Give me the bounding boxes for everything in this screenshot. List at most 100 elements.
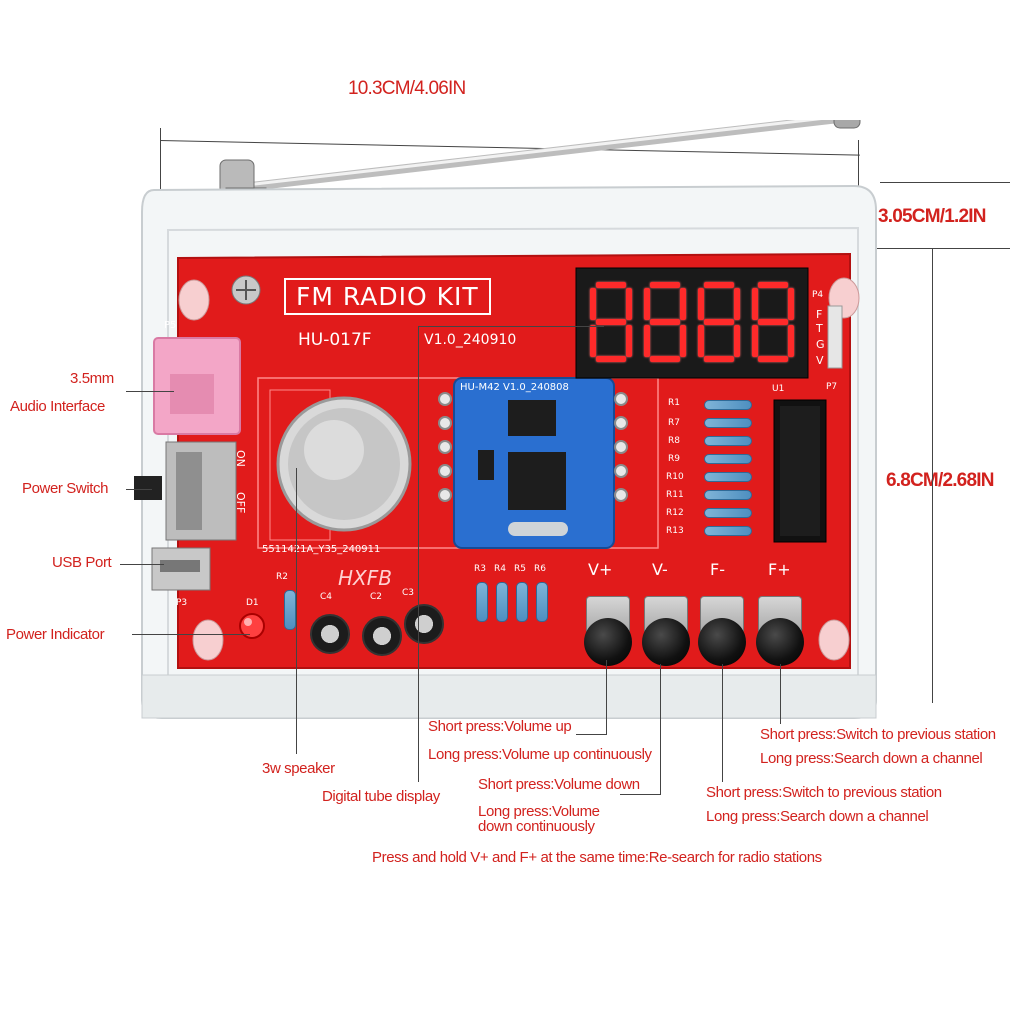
resistor [704, 508, 752, 518]
callout-vminus-long1: Long press:Volume [478, 803, 600, 820]
resistor [536, 582, 548, 622]
switch-off-label: OFF [234, 492, 247, 514]
power-led [239, 613, 265, 639]
callout-display-leader [418, 326, 419, 782]
width-tick-left [160, 128, 161, 220]
ref-c3: C3 [402, 588, 415, 598]
module-pin [614, 488, 628, 502]
callout-vminus-short: Short press:Volume down [478, 776, 640, 793]
resistor [284, 590, 296, 630]
depth-dimension-line-bottom [870, 248, 1010, 249]
header-pins [827, 305, 843, 369]
power-switch [134, 441, 237, 541]
callout-combo: Press and hold V+ and F+ at the same tim… [372, 849, 822, 866]
callout-speaker-leader [296, 468, 297, 754]
ref-p5: P5 [164, 320, 177, 331]
button-fplus[interactable]: F+ [752, 560, 812, 670]
resistor [704, 490, 752, 500]
ref-u1: U1 [772, 384, 785, 394]
depth-dimension-label: 3.05CM/1.2IN [878, 206, 986, 227]
display-digit-1 [590, 282, 634, 362]
capacitor-c4 [310, 614, 350, 654]
display-digit-4 [752, 282, 796, 362]
ref-d1: D1 [246, 598, 259, 608]
ref-r2: R2 [276, 572, 288, 582]
width-tick-right [858, 140, 859, 190]
callout-usb: USB Port [52, 554, 112, 571]
board-title: FM RADIO KIT [284, 278, 491, 315]
button-vminus[interactable]: V- [638, 560, 698, 670]
module-pin [438, 392, 452, 406]
switch-on-label: ON [234, 450, 247, 467]
button-fminus-label: F- [710, 560, 725, 579]
resistor [704, 472, 752, 482]
resistor [476, 582, 488, 622]
audio-jack [153, 337, 241, 435]
height-dimension-label: 6.8CM/2.68IN [886, 470, 994, 491]
ref-p4: P4 [812, 290, 824, 300]
ref-r4: R4 [494, 564, 506, 574]
callout-power-switch-leader [126, 489, 152, 490]
callout-vplus-leader-v [606, 660, 607, 734]
callout-audio-leader [126, 391, 174, 392]
module-pin [614, 416, 628, 430]
button-vplus[interactable]: V+ [580, 560, 640, 670]
module-pin [614, 392, 628, 406]
header-pin-v: V [816, 354, 824, 367]
height-dimension-line [932, 248, 933, 703]
callout-fplus-short: Short press:Switch to previous station [760, 726, 996, 743]
callout-fminus-short: Short press:Switch to previous station [706, 784, 942, 801]
callout-fminus-long: Long press:Search down a channel [706, 808, 929, 825]
resistor [704, 454, 752, 464]
callout-speaker: 3w speaker [262, 760, 335, 777]
header-pin-f: F [816, 308, 823, 321]
width-dimension-label: 10.3CM/4.06IN [348, 78, 466, 99]
ic-chip [773, 399, 827, 543]
header-pin-g: G [816, 338, 825, 351]
button-vplus-cap[interactable] [584, 618, 632, 666]
callout-vplus-short: Short press:Volume up [428, 718, 572, 735]
capacitor-c3 [404, 604, 444, 644]
callout-vplus-leader-h [576, 734, 607, 735]
screw-icon [231, 275, 261, 305]
capacitor-c2 [362, 616, 402, 656]
ref-r-right-4: R10 [666, 472, 684, 482]
board-model: HU-017F [298, 330, 372, 350]
display-digit-2 [644, 282, 688, 362]
button-fplus-cap[interactable] [756, 618, 804, 666]
module-pin [438, 416, 452, 430]
module-pin [614, 440, 628, 454]
resistor [496, 582, 508, 622]
ref-r-right-7: R13 [666, 526, 684, 536]
resistor [704, 400, 752, 410]
ref-r-right-5: R11 [666, 490, 684, 500]
display-digit-3 [698, 282, 742, 362]
button-vminus-cap[interactable] [642, 618, 690, 666]
ref-r-right-6: R12 [666, 508, 684, 518]
callout-vminus-long2: down continuously [478, 818, 595, 835]
module-pin [438, 440, 452, 454]
ref-r5: R5 [514, 564, 526, 574]
speaker-code: 5511421A_Y35_240911 [262, 544, 381, 555]
callout-fminus-leader [722, 664, 723, 782]
resistor [704, 526, 752, 536]
board-version: V1.0_240910 [424, 332, 517, 348]
callout-indicator-leader [132, 634, 250, 635]
ref-p3: P3 [176, 598, 188, 608]
resistor [704, 418, 752, 428]
callout-fplus-long: Long press:Search down a channel [760, 750, 983, 767]
ref-r-right-2: R8 [668, 436, 680, 446]
callout-audio-line1: 3.5mm [70, 370, 114, 387]
button-vminus-label: V- [652, 560, 668, 579]
ref-c2: C2 [370, 592, 383, 602]
button-vplus-label: V+ [588, 560, 613, 579]
callout-vplus-long: Long press:Volume up continuously [428, 746, 652, 763]
radio-module [453, 377, 615, 549]
button-fminus[interactable]: F- [694, 560, 754, 670]
callout-display: Digital tube display [322, 788, 440, 805]
module-pin [614, 464, 628, 478]
depth-dimension-line-top [880, 182, 1010, 183]
button-fminus-cap[interactable] [698, 618, 746, 666]
module-pin [438, 488, 452, 502]
button-fplus-label: F+ [768, 560, 791, 579]
